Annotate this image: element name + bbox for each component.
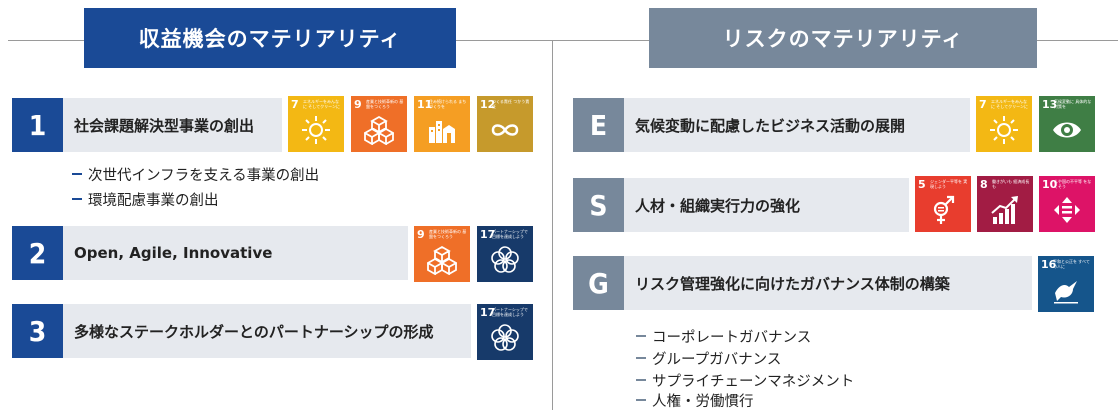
materiality-row-s: S 人材・組織実行力の強化	[573, 178, 909, 232]
materiality-row-2: 2 Open, Agile, Innovative	[12, 226, 408, 280]
header-risk-materiality: リスクのマテリアリティ	[649, 8, 1037, 68]
row-title: 多様なステークホルダーとのパートナーシップの形成	[74, 322, 434, 341]
materiality-row-3: 3 多様なステークホルダーとのパートナーシップの形成	[12, 304, 471, 358]
infinity-icon	[491, 124, 519, 136]
divider-mid-left	[456, 40, 552, 41]
divider-right	[1037, 40, 1118, 41]
sun-icon	[302, 116, 330, 144]
header-opportunity-materiality: 収益機会のマテリアリティ	[84, 8, 456, 68]
sun-icon	[990, 116, 1018, 144]
sub-item: サプライチェーンマネジメント	[636, 370, 854, 390]
row-badge: 2	[12, 226, 63, 280]
row-badge: S	[573, 178, 624, 232]
row-badge: 1	[12, 98, 63, 152]
dove-icon	[1054, 281, 1078, 304]
materiality-row-e: E 気候変動に配慮したビジネス活動の展開	[573, 98, 970, 152]
divider-mid-right	[552, 40, 649, 41]
growth-chart-icon	[991, 196, 1018, 224]
row-title: リスク管理強化に向けたガバナンス体制の構築	[635, 274, 950, 293]
rings-icon	[491, 324, 519, 351]
materiality-row-1: 1 社会課題解決型事業の創出	[12, 98, 282, 152]
row-title: Open, Agile, Innovative	[74, 244, 273, 262]
row-badge: E	[573, 98, 624, 152]
eye-globe-icon	[1053, 122, 1081, 138]
row-title: 気候変動に配慮したビジネス活動の展開	[635, 116, 906, 135]
row-title: 人材・組織実行力の強化	[635, 196, 801, 215]
row-badge: 3	[12, 304, 63, 358]
row-title: 社会課題解決型事業の創出	[74, 116, 255, 135]
materiality-row-g: G リスク管理強化に向けたガバナンス体制の構築	[573, 256, 1032, 310]
sub-item: コーポレートガバナンス	[636, 326, 811, 346]
sub-item: 次世代インフラを支える事業の創出	[72, 164, 319, 184]
equality-icon	[1054, 197, 1080, 223]
column-divider	[552, 40, 553, 410]
cubes-icon	[364, 115, 394, 145]
sub-item: 環境配慮事業の創出	[72, 189, 219, 209]
row-badge: G	[573, 256, 624, 310]
city-icon	[429, 121, 455, 143]
divider-left	[8, 40, 84, 41]
gender-icon	[933, 195, 955, 224]
rings-icon	[491, 246, 519, 273]
sub-item: グループガバナンス	[636, 348, 781, 368]
sub-item: 人権・労働慣行	[636, 390, 754, 410]
cubes-icon	[427, 245, 457, 275]
